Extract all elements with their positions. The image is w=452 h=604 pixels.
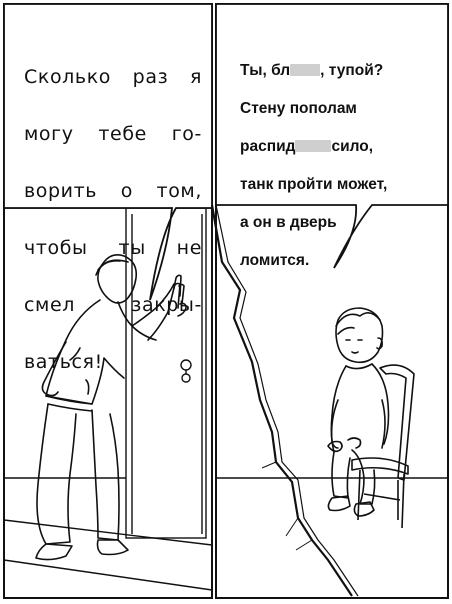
right-speech-line: распид сило, <box>240 137 436 156</box>
right-speech-fragment: распид <box>240 138 296 155</box>
right-speech-fragment: , тупой? <box>320 62 384 79</box>
man-figure <box>35 254 187 561</box>
censor-blur <box>295 140 332 152</box>
right-speech-bubble <box>215 3 449 269</box>
left-speech-bubble <box>3 3 213 301</box>
left-speech-line: ворить о том, <box>24 179 202 202</box>
right-speech-line: Ты, бл , тупой? <box>240 61 436 80</box>
man-shoe-right <box>96 539 129 556</box>
left-speech-line: ваться! <box>24 350 103 373</box>
boy-shoe-right <box>353 501 375 517</box>
right-speech-line: ломится. <box>240 252 310 269</box>
man-shoe-left <box>35 543 73 561</box>
right-speech-text: Ты, бл , тупой? Стену пополам распид сило,… <box>240 42 436 289</box>
chair <box>351 364 415 529</box>
right-speech-line: а он в дверь <box>240 214 337 231</box>
left-speech-text: Сколько раз я могу тебе го- ворить о том… <box>24 34 202 405</box>
left-speech-line: чтобы ты не <box>24 236 202 259</box>
man-head <box>97 254 138 304</box>
boy-shoe-left <box>327 495 351 512</box>
right-speech-fragment: Ты, бл <box>240 62 291 79</box>
left-speech-line: Сколько раз я <box>24 65 202 88</box>
right-speech-fragment: сило, <box>331 138 374 155</box>
left-speech-line: смел закры- <box>24 293 202 316</box>
left-speech-line: могу тебе го- <box>24 122 202 145</box>
censor-blur <box>290 64 321 76</box>
right-speech-line: Стену пополам <box>240 100 357 117</box>
right-speech-line: танк пройти может, <box>240 176 388 193</box>
boy-head <box>335 307 384 364</box>
chair-seat <box>351 457 409 475</box>
boy-figure <box>327 307 390 517</box>
chair-back <box>379 364 415 481</box>
